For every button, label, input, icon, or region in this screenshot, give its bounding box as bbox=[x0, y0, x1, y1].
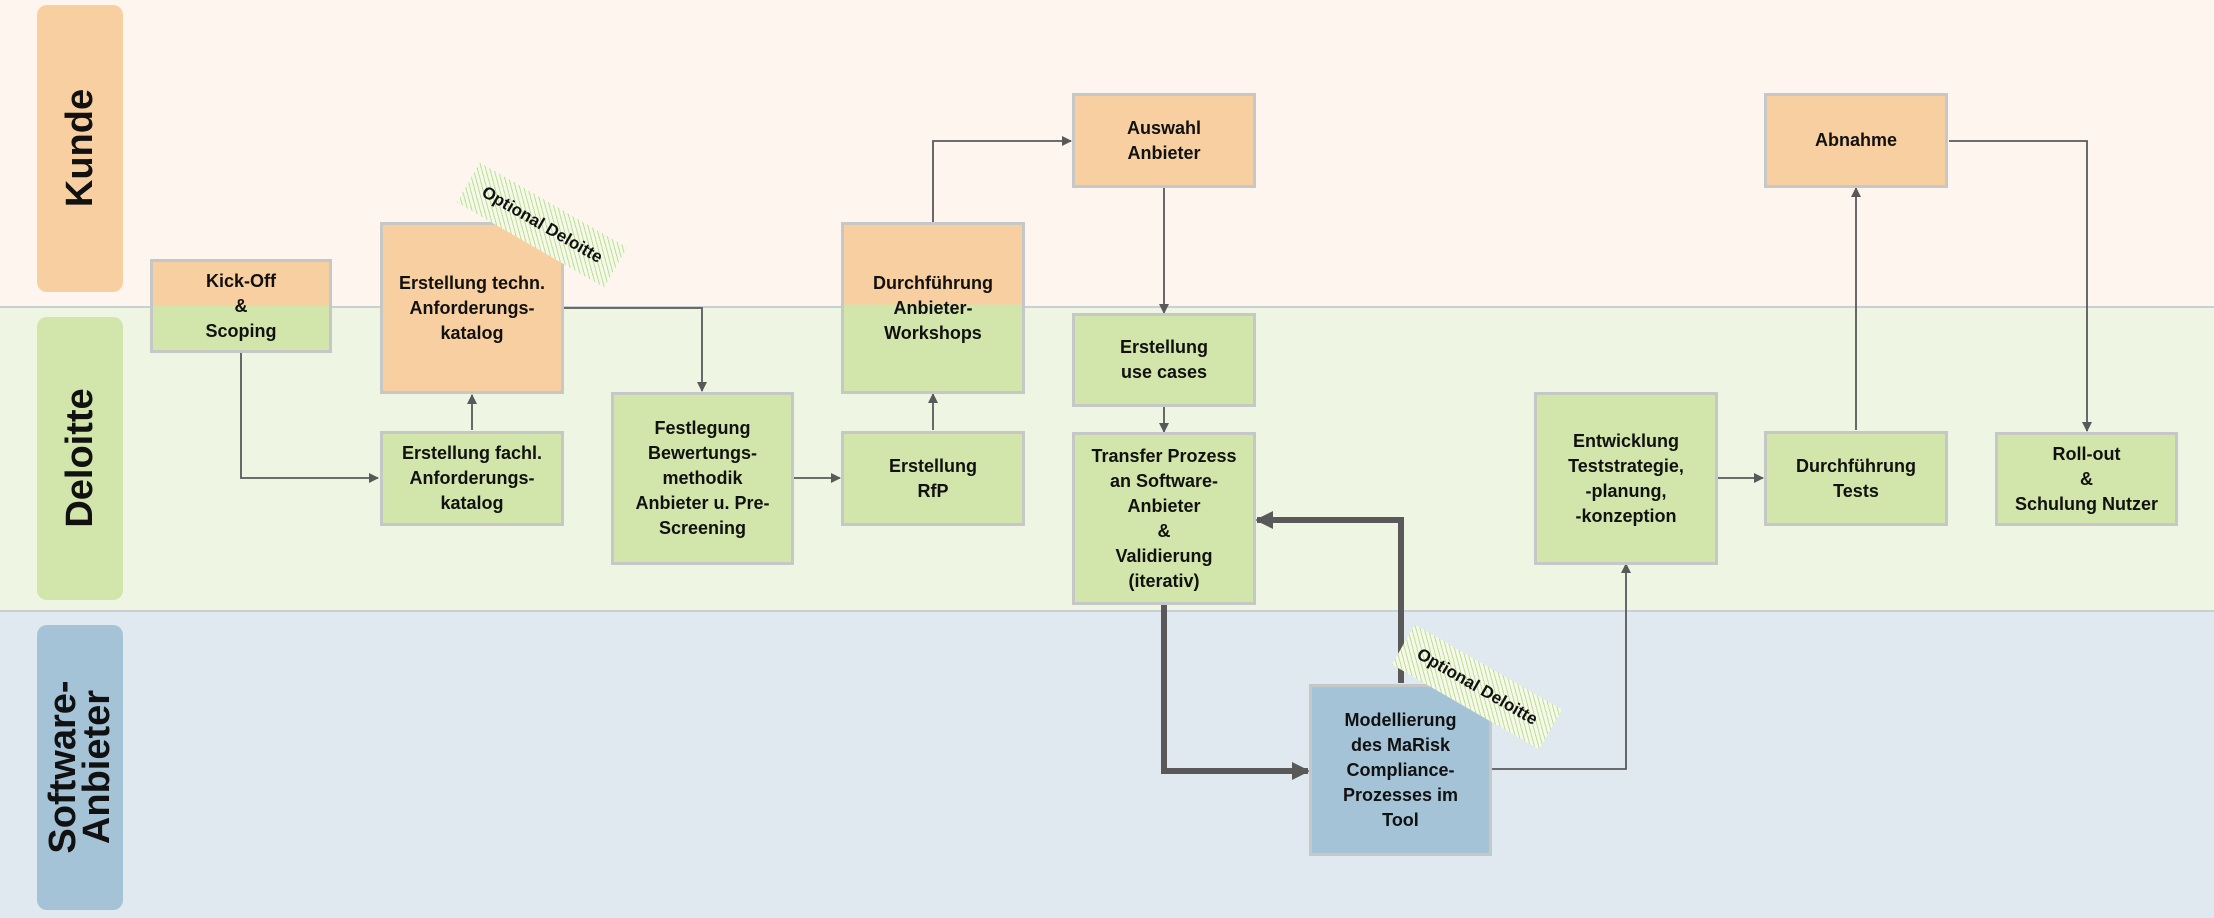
lane-label-deloitte bbox=[37, 317, 123, 600]
box-transfer-prozess: Transfer Prozess an Software- Anbieter &… bbox=[1072, 432, 1256, 605]
connector-kickoff-to-fachl bbox=[240, 351, 379, 483]
box-erstellung-rfp: Erstellung RfP bbox=[841, 431, 1025, 526]
box-kickoff-scoping: Kick-Off & Scoping bbox=[150, 259, 332, 353]
box-entwicklung-teststrategie: Entwicklung Teststrategie, -planung, -ko… bbox=[1534, 392, 1718, 565]
box-festlegung-bewertungsmethodik: Festlegung Bewertungs- methodik Anbieter… bbox=[611, 392, 794, 565]
box-erstellung-use-cases: Erstellung use cases bbox=[1072, 313, 1256, 407]
lane-label-software bbox=[37, 625, 123, 910]
box-abnahme: Abnahme bbox=[1764, 93, 1948, 188]
connector-modellierung-to-teststrategie bbox=[1491, 563, 1631, 770]
lane-band-software bbox=[0, 612, 2214, 918]
box-durchfuehrung-tests: Durchführung Tests bbox=[1764, 431, 1948, 526]
thick-connector-transfer-to-modellierung bbox=[1161, 604, 1310, 780]
thick-connector-modellierung-to-transfer bbox=[1255, 511, 1404, 683]
lane-label-kunde bbox=[37, 5, 123, 292]
box-auswahl-anbieter: Auswahl Anbieter bbox=[1072, 93, 1256, 188]
connector-abnahme-to-rollout bbox=[1949, 140, 2092, 432]
box-rollout-schulung: Roll-out & Schulung Nutzer bbox=[1995, 432, 2178, 526]
connector-techn-to-festlegung bbox=[563, 307, 707, 392]
box-modellierung-marisk: Modellierung des MaRisk Compliance- Proz… bbox=[1309, 684, 1492, 856]
box-techn-anforderungskatalog: Erstellung techn. Anforderungs- katalog bbox=[380, 222, 564, 394]
box-fachl-anforderungskatalog: Erstellung fachl. Anforderungs- katalog bbox=[380, 431, 564, 526]
connector-workshops-to-auswahl bbox=[932, 136, 1072, 222]
box-durchfuehrung-workshops: Durchführung Anbieter- Workshops bbox=[841, 222, 1025, 394]
